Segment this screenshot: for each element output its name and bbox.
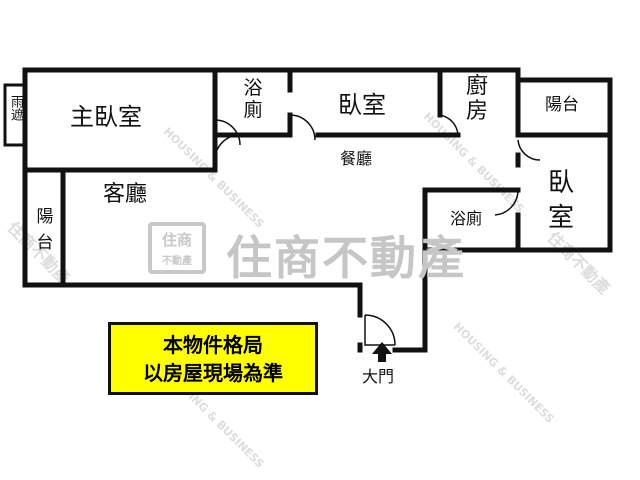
balcony-left-label: 陽 台 <box>36 207 54 253</box>
room-bedroom-right: 臥 室 <box>546 166 576 236</box>
entrance-label: 大門 <box>362 367 395 386</box>
logo-small-top: 住商 <box>161 231 192 249</box>
room-kitchen: 廚 房 <box>462 74 492 125</box>
bath-top-label: 浴 廁 <box>243 77 263 121</box>
bedroom-right-label: 臥 室 <box>547 168 574 234</box>
room-balcony-left: 陽 台 <box>34 205 56 256</box>
room-master-bedroom: 主臥室 <box>70 103 142 131</box>
room-balcony-small: 雨遮 <box>7 95 23 121</box>
room-bath-top: 浴 廁 <box>238 77 268 122</box>
logo-small-bottom: 不動產 <box>162 256 192 267</box>
disclaimer-note: 本物件格局 以房屋現場為準 <box>108 322 318 395</box>
room-dining: 餐廳 <box>340 149 373 168</box>
note-line-1: 本物件格局 <box>163 333 263 357</box>
note-line-2: 以房屋現場為準 <box>143 361 283 385</box>
room-bath-mid: 浴廁 <box>450 209 483 228</box>
room-living: 客廳 <box>103 182 148 207</box>
room-balcony-top: 陽台 <box>545 95 579 115</box>
brand-logo-mark: 住商 不動產 <box>148 222 206 274</box>
room-bedroom-top: 臥室 <box>338 91 386 119</box>
kitchen-label: 廚 房 <box>465 74 488 125</box>
brand-logo-text: 住商不動產 <box>226 231 466 285</box>
